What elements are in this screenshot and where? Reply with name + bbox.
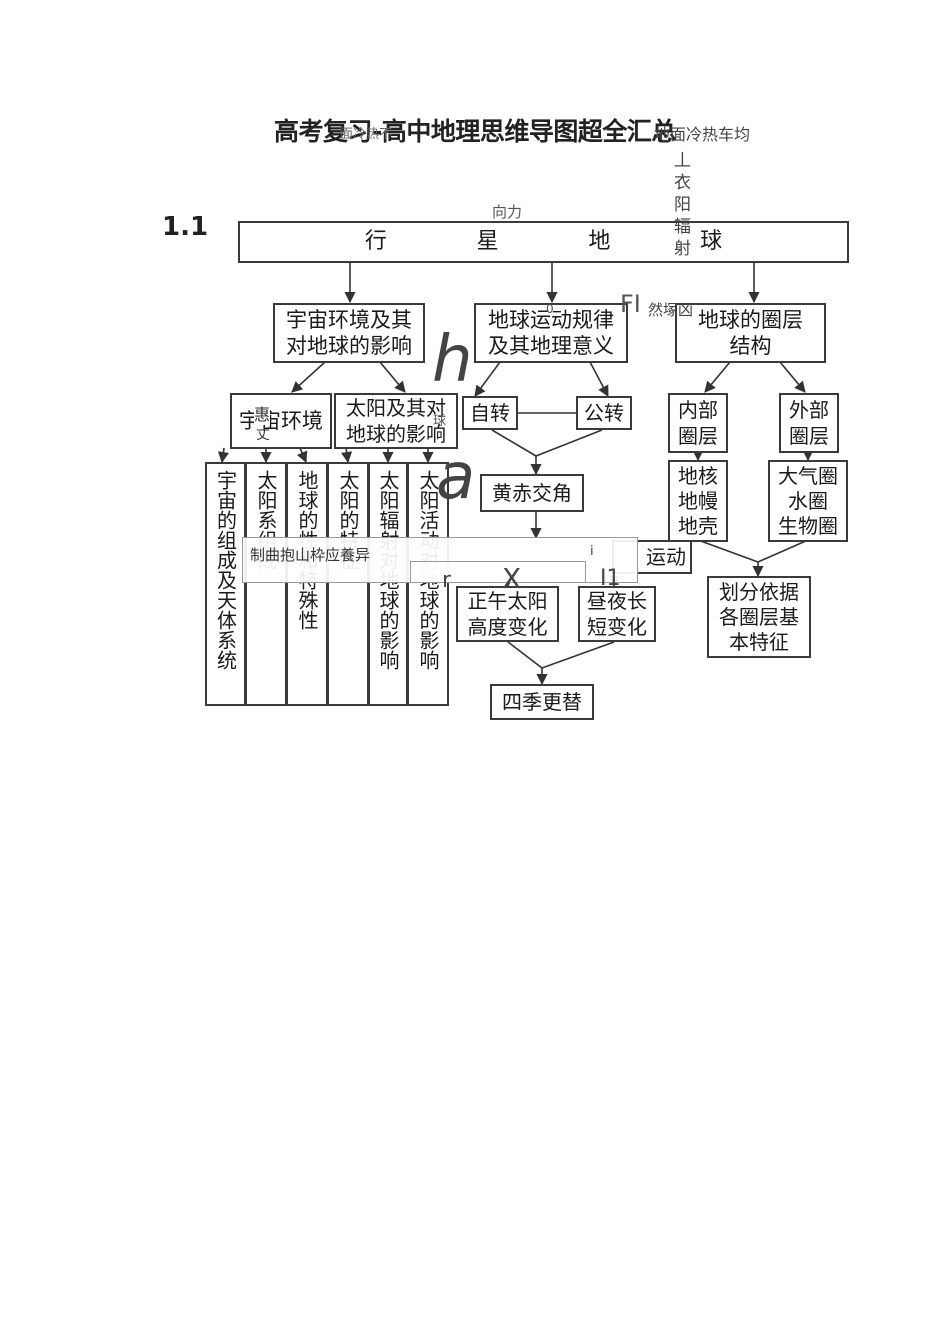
node-label: 自转 xyxy=(470,401,510,425)
overlay-char: 射 xyxy=(674,239,691,259)
node-line: 地球的圈层 xyxy=(698,308,803,332)
root-word-4: 球 xyxy=(700,229,723,254)
overlay-hui: 惠 xyxy=(254,401,271,425)
overlay-letter-a: a xyxy=(436,440,476,514)
node-seasons: 四季更替 xyxy=(490,684,594,720)
overlay-zero: 0 xyxy=(546,302,554,316)
overlay-strip-inner-box xyxy=(410,561,586,583)
overlay-vertical-right: 丄 衣 阳 辐 射 xyxy=(674,150,691,260)
node-line: 对地球的影响 xyxy=(286,334,412,358)
node-line: 短变化 xyxy=(587,615,647,639)
node-line: 水圈 xyxy=(788,488,828,513)
node-obliquity: 黄赤交角 xyxy=(480,474,584,512)
node-line: 地球运动规律 xyxy=(488,308,614,332)
vertical-box-solar-system: 太阳系组成 xyxy=(245,462,287,706)
node-line: 结构 xyxy=(729,334,772,358)
root-word-3: 地 xyxy=(588,229,611,254)
overlay-fi-text: 然塚凶 xyxy=(648,301,694,319)
vertical-text: 宇宙的组成及天体系统 xyxy=(213,470,238,670)
node-cosmic-environment: 宇宙环境 xyxy=(230,393,332,449)
overlay-text-top-mid: 面冷热不 xyxy=(340,127,393,142)
node-line: 宇宙环境及其 xyxy=(286,308,412,332)
node-label: 黄赤交角 xyxy=(492,481,572,505)
vertical-box-cosmos-composition: 宇宙的组成及天体系统 xyxy=(205,462,246,706)
overlay-force: 向力 xyxy=(492,203,523,221)
node-cosmic-environment-impact: 宇宙环境及其 对地球的影响 xyxy=(273,303,425,363)
vertical-box-solar-radiation: 太阳辐射对地球的影响 xyxy=(368,462,408,706)
root-word-2: 星 xyxy=(476,229,499,254)
overlay-char: 衣 xyxy=(674,173,691,193)
overlay-qiu: 球 xyxy=(433,414,447,429)
overlay-l1: I1 xyxy=(600,566,621,591)
node-inner-list: 地核 地幔 地壳 xyxy=(668,460,728,542)
node-line: 划分依据 xyxy=(719,579,799,604)
overlay-fi: FI xyxy=(620,290,641,318)
node-line: 地球的影响 xyxy=(346,422,446,446)
node-outer-list: 大气圈 水圈 生物圈 xyxy=(768,460,848,542)
node-line: 外部 xyxy=(789,398,829,422)
node-line: 地核 xyxy=(678,463,718,488)
root-word-1: 行 xyxy=(364,229,387,254)
node-label: 公转 xyxy=(584,401,624,425)
node-inner-layers: 内部 圈层 xyxy=(668,393,728,453)
node-line: 高度变化 xyxy=(467,615,548,639)
node-line: 地壳 xyxy=(678,513,718,538)
node-earth-layer-structure: 地球的圈层 结构 xyxy=(675,303,826,363)
overlay-char: 辐 xyxy=(674,217,691,237)
node-line: 太阳及其对 xyxy=(346,396,446,420)
node-line: 本特征 xyxy=(729,629,789,654)
node-label: 运动 xyxy=(646,545,686,569)
root-box-planet-earth: 行 星 地 球 xyxy=(238,221,849,263)
node-earth-motion-laws: 地球运动规律 及其地理意义 xyxy=(474,303,628,363)
node-line: 宇宙环境 xyxy=(239,409,323,433)
page-title: 高考复习-高中地理思维导图超全汇总 xyxy=(274,117,676,146)
overlay-ye: 丈 xyxy=(256,427,270,443)
node-revolution: 公转 xyxy=(576,396,632,430)
node-line: 内部 xyxy=(678,398,718,422)
overlay-strip-text: 制曲抱山枠应養异 xyxy=(250,546,371,564)
overlay-text-top-right: 地面冷热车均 xyxy=(654,125,751,144)
node-line: 大气圈 xyxy=(778,463,838,488)
node-label: 四季更替 xyxy=(502,690,582,714)
node-line: 圈层 xyxy=(789,424,829,448)
node-layer-basis: 划分依据 各圈层基 本特征 xyxy=(707,576,811,658)
node-noon-sun-height: 正午太阳 高度变化 xyxy=(456,586,559,642)
vertical-box-solar-activity: 太阳活动对地球的影响 xyxy=(407,462,449,706)
vertical-box-sun-features: 太阳的特征 xyxy=(327,462,369,706)
node-line: 昼夜长 xyxy=(587,589,647,613)
node-line: 正午太阳 xyxy=(467,589,548,613)
overlay-char: 阳 xyxy=(674,195,691,215)
overlay-char: 丄 xyxy=(674,151,691,171)
vertical-box-earth-uniqueness: 地球的性和特殊性 xyxy=(286,462,328,706)
section-number: 1.1 xyxy=(162,212,209,242)
node-outer-layers: 外部 圈层 xyxy=(779,393,839,453)
overlay-x: X xyxy=(502,562,522,595)
node-line: 圈层 xyxy=(678,424,718,448)
node-sun-impact: 太阳及其对 地球的影响 xyxy=(334,393,458,449)
overlay-i: i xyxy=(590,544,594,559)
node-line: 各圈层基 xyxy=(719,604,799,629)
node-rotation: 自转 xyxy=(462,396,518,430)
node-line: 生物圈 xyxy=(778,513,838,538)
node-line: 及其地理意义 xyxy=(488,334,614,358)
node-day-night-length: 昼夜长 短变化 xyxy=(578,586,656,642)
overlay-r: r xyxy=(442,568,452,593)
overlay-letter-h: h xyxy=(432,323,473,397)
node-line: 地幔 xyxy=(678,488,718,513)
